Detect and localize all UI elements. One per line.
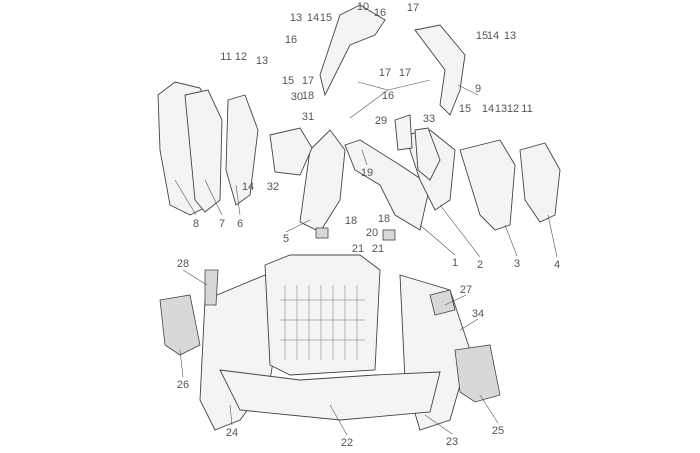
part-4 [519,142,561,223]
part-6 [225,94,259,206]
part-outlines [157,4,561,241]
callout: 18 [378,213,390,225]
callout: 16 [382,90,394,102]
callout: 21 [352,243,364,255]
grille-slats [280,285,365,360]
callout: 10 [357,1,369,13]
callout: 2 [477,259,483,271]
callout: 27 [460,284,472,296]
callout: 13 [495,103,507,115]
callout: 17 [399,67,411,79]
callout: 17 [379,67,391,79]
part-31-32 [269,127,313,176]
callout: 30 [291,91,303,103]
callout: 33 [423,113,435,125]
callout: 12 [507,103,519,115]
callout: 14 [482,103,494,115]
callout: 13 [256,55,268,67]
callout: 15 [459,103,471,115]
callout-labels: 13 14 15 10 16 17 16 15 14 13 17 18 17 1… [177,1,560,449]
part-25 [454,344,501,403]
callout: 18 [345,215,357,227]
part-33 [414,127,441,181]
part-5 [299,129,346,233]
callout: 11 [220,51,231,63]
lower-assembly [159,254,501,431]
callout: 14 [242,181,254,193]
callout: 14 [487,30,499,42]
callout: 16 [374,7,386,19]
callout: 12 [235,51,247,63]
callout: 15 [476,30,488,42]
part-3 [459,139,516,231]
callout: 32 [267,181,279,193]
callout: 28 [177,258,189,270]
callout: 19 [361,167,373,179]
callout: 20 [366,227,378,239]
callout: 22 [341,437,353,449]
callout: 29 [375,115,387,127]
callout: 7 [219,218,225,230]
callout: 26 [177,379,189,391]
callout: 8 [193,218,199,230]
callout: 17 [302,75,314,87]
part-21b [382,229,396,241]
callout: 6 [237,218,243,230]
part-grille [264,254,381,376]
callout: 13 [504,30,516,42]
callout: 31 [302,111,314,123]
callout: 11 [521,103,532,115]
part-7 [184,89,223,213]
part-10 [319,4,386,97]
callout: 17 [407,2,419,14]
callout: 4 [554,259,560,271]
callout: 9 [475,83,481,95]
part-27 [429,289,456,316]
callout: 15 [320,12,332,24]
callout: 18 [302,90,314,102]
leader-lines [174,79,558,436]
callout: 5 [283,233,289,245]
part-29 [394,114,413,151]
callout: 3 [514,258,520,270]
callout: 14 [307,12,319,24]
callout: 34 [472,308,484,320]
callout: 13 [290,12,302,24]
callout: 24 [226,427,238,439]
callout: 15 [282,75,294,87]
part-28 [204,269,219,306]
callout: 21 [372,243,384,255]
callout: 23 [446,436,458,448]
callout: 1 [452,257,458,269]
part-9 [414,24,466,116]
part-26 [159,294,201,356]
callout: 16 [285,34,297,46]
part-22 [219,369,441,421]
part-21a [315,227,329,239]
callout: 25 [492,425,504,437]
